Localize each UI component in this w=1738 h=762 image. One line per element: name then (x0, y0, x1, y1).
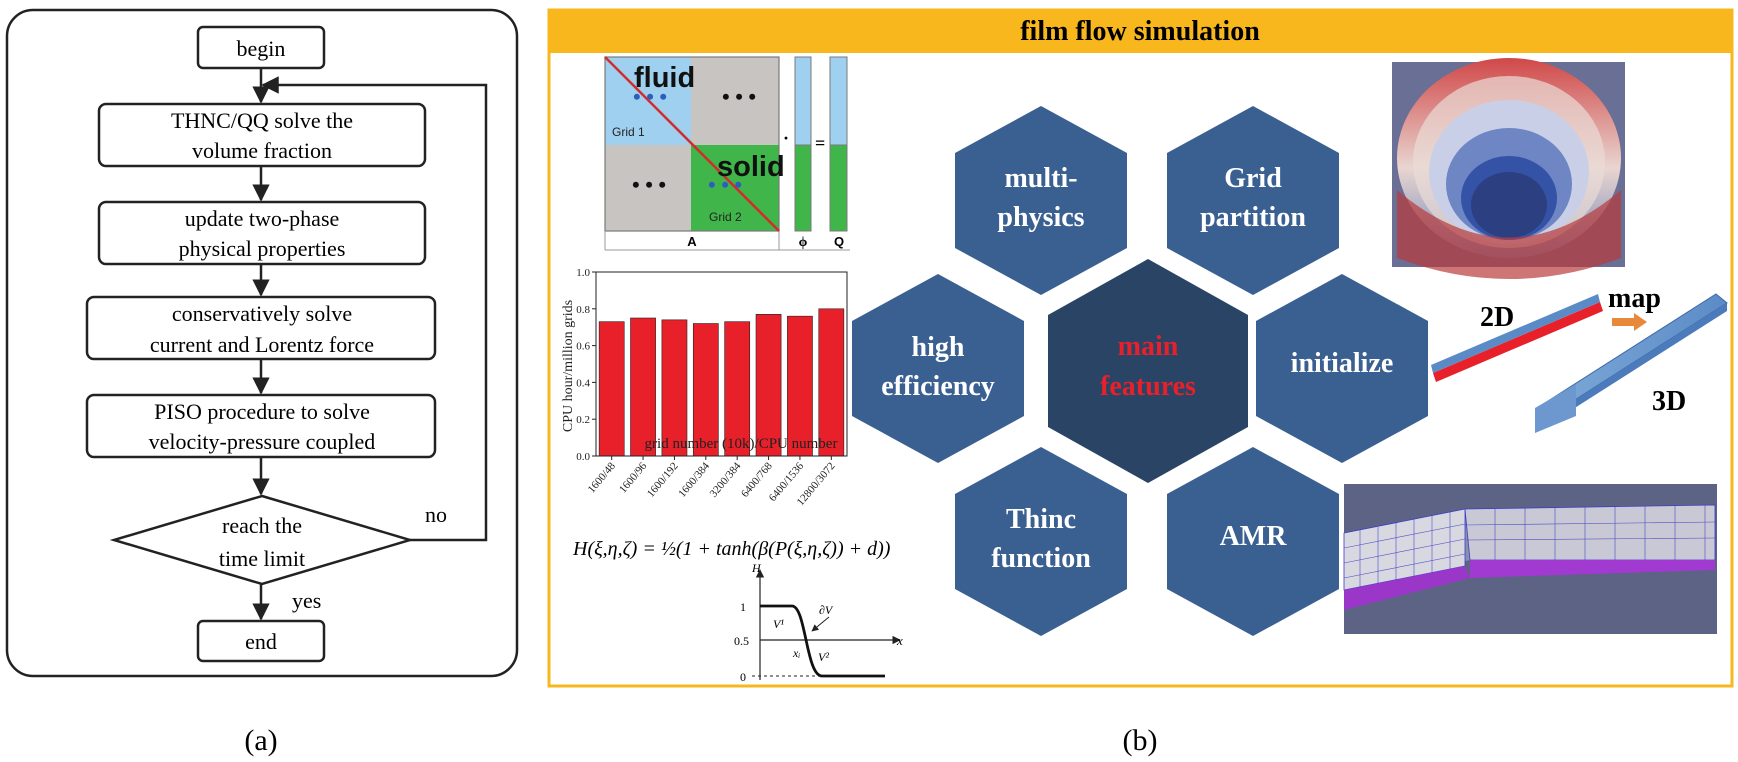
panel-b: film flow simulation fluid • • • • • • G… (547, 8, 1734, 688)
y-tick-label: 0.0 (576, 451, 590, 463)
eq-operator: = (815, 133, 825, 153)
hex-thinc-function-line2: function (991, 543, 1091, 574)
bar-1600/384 (692, 323, 719, 457)
hex-multi-physics: multi- physics (955, 106, 1127, 295)
no-label: no (425, 502, 447, 527)
bar-3200/384 (724, 321, 751, 457)
step-piso-line2: velocity-pressure coupled (149, 429, 376, 454)
hex-amr-line1: AMR (1220, 521, 1288, 552)
matrix-a-label: A (687, 234, 697, 249)
hex-initialize-line1: initialize (1291, 348, 1394, 379)
label-3d: 3D (1652, 386, 1686, 417)
phi-label: ϕ (799, 235, 808, 250)
step-volume-fraction-line2: volume fraction (192, 138, 332, 163)
step-update-properties-line1: update two-phase (185, 206, 340, 231)
thinc-v1: V¹ (773, 617, 784, 631)
grid1-label: Grid 1 (612, 125, 645, 139)
bar-1600/192 (661, 319, 688, 457)
thinc-formula: H(ξ,η,ζ) = ½(1 + tanh(β(P(ξ,η,ζ)) + d)) (572, 538, 891, 560)
flowchart-arrows (252, 68, 488, 621)
map-2d-3d-illustration: 2D map 3D (1431, 283, 1728, 433)
matrix-illustration: fluid • • • • • • Grid 1 solid • • • • •… (604, 56, 850, 251)
thinc-xi: xᵢ (792, 646, 800, 660)
thinc-y-axis: H (751, 561, 762, 575)
y-tick-label: 0.2 (576, 414, 590, 426)
title-bar (549, 10, 1732, 53)
bowl-render-image (1392, 58, 1625, 279)
hex-high-efficiency: high efficiency (852, 274, 1024, 463)
thinc-tick-1: 1 (740, 600, 746, 614)
chart-y-axis-label: CPU hour/million grids (561, 300, 576, 432)
thinc-plot: H x 1 0.5 0 V¹ V² ∂V xᵢ (734, 561, 903, 684)
y-tick-label: 0.8 (576, 304, 590, 316)
bar-1600/96 (630, 317, 656, 457)
y-tick-label: 0.4 (576, 377, 590, 389)
hex-initialize: initialize (1256, 274, 1428, 463)
label-map: map (1608, 283, 1661, 314)
bar-6400/1536 (787, 315, 813, 457)
begin-label: begin (237, 36, 286, 61)
panel-b-title: film flow simulation (1020, 16, 1260, 47)
q-label: Q (834, 234, 844, 249)
hexagon-cluster: multi- physics Grid partition high effic… (852, 106, 1428, 636)
step-lorentz-force-line2: current and Lorentz force (150, 332, 374, 357)
bar-6400/768 (755, 314, 782, 457)
hex-amr: AMR (1167, 447, 1339, 636)
thinc-dv: ∂V (819, 603, 834, 617)
thinc-x-axis: x (896, 633, 903, 648)
hex-high-efficiency-line1: high (912, 332, 965, 363)
thinc-tick-05: 0.5 (734, 634, 749, 648)
dot-operator: · (783, 128, 789, 148)
amr-mesh-image (1343, 484, 1717, 634)
step-piso-line1: PISO procedure to solve (154, 399, 370, 424)
caption-b: (b) (1123, 724, 1158, 757)
solid-dots: • • • (708, 172, 742, 197)
fluid-label: fluid (634, 62, 695, 94)
step-volume-fraction-line1: THNC/QQ solve the (171, 108, 353, 133)
bar-12800/3072 (818, 308, 845, 457)
end-box (196, 619, 326, 663)
solid-label: solid (717, 151, 785, 183)
hex-multi-physics-line2: physics (997, 202, 1084, 233)
hex-grid-partition: Grid partition (1167, 106, 1339, 295)
flowchart-border (5, 8, 519, 678)
hex-main-features: main features (1048, 259, 1248, 483)
fluid-dots: • • • (633, 84, 667, 109)
caption-a: (a) (244, 724, 277, 757)
hex-main-features-line2: features (1100, 371, 1196, 402)
hex-main-features-line1: main (1118, 331, 1179, 362)
grid2-label: Grid 2 (709, 210, 742, 224)
step-update-properties-line2: physical properties (179, 236, 346, 261)
end-label: end (245, 629, 277, 654)
bar-1600/48 (598, 321, 625, 457)
step-lorentz-force-line1: conservatively solve (172, 301, 352, 326)
gray-dots-top: • • • (722, 84, 756, 109)
chart-x-axis-label: grid number (10k)/CPU number (645, 436, 838, 452)
hex-grid-partition-line2: partition (1200, 202, 1306, 233)
thinc-tick-0: 0 (740, 670, 746, 684)
flowchart-panel: begin THNC/QQ solve the volume fraction … (5, 8, 519, 678)
yes-label: yes (292, 588, 321, 613)
hex-thinc-function-line1: Thinc (1006, 504, 1076, 535)
hex-thinc-function: Thinc function (955, 447, 1127, 636)
map-arrow-icon (1612, 313, 1647, 331)
decision-line1: reach the (222, 513, 302, 538)
y-tick-label: 0.6 (576, 341, 590, 353)
y-tick-label: 1.0 (576, 267, 590, 279)
hex-grid-partition-line1: Grid (1224, 163, 1282, 194)
label-2d: 2D (1480, 302, 1514, 333)
gray-dots-bottom: • • • (632, 172, 666, 197)
hex-high-efficiency-line2: efficiency (881, 371, 995, 402)
decision-line2: time limit (219, 546, 305, 571)
hex-multi-physics-line1: multi- (1004, 163, 1077, 194)
thinc-v2: V² (818, 650, 829, 664)
plot-frame (595, 271, 848, 457)
